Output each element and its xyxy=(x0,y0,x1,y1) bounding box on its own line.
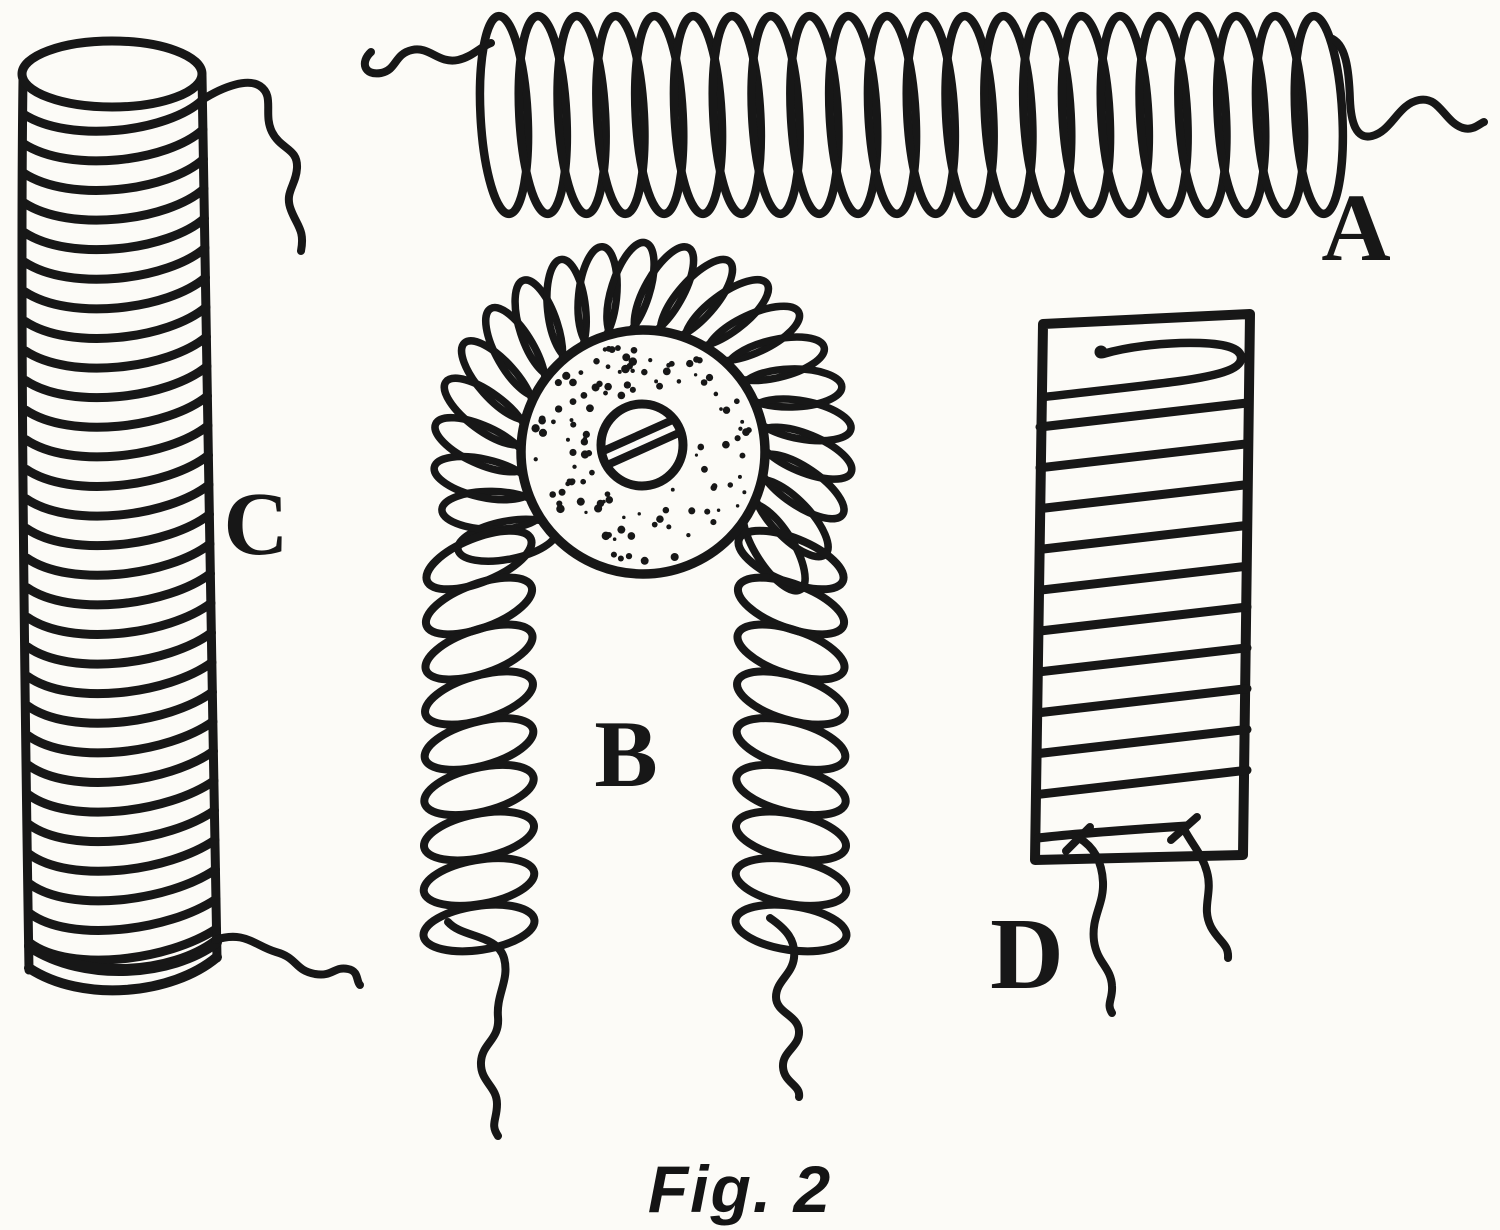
coil-c-left-edge xyxy=(17,75,34,975)
coil-b-left-column-turns xyxy=(419,526,539,956)
helical-coil-a-drawing xyxy=(360,11,1488,219)
label-coil-d: D xyxy=(990,898,1064,1011)
coil-a-right-lead-wire xyxy=(1326,34,1488,141)
coil-b-disc-stipple xyxy=(531,345,752,565)
flat-card-coil-d-drawing xyxy=(1030,309,1255,1017)
coil-d-right-lead-wire xyxy=(1180,825,1233,962)
solenoid-coil-c-drawing xyxy=(17,36,364,996)
coil-b-left-lead-wire xyxy=(444,918,510,1140)
label-coil-b: B xyxy=(594,701,657,807)
figure-caption: Fig. 2 xyxy=(648,1152,832,1226)
coil-a-left-lead-wire xyxy=(360,39,495,78)
coil-c-right-edge xyxy=(197,71,222,963)
figure-labels: A B C D Fig. 2 xyxy=(224,174,1391,1226)
label-coil-c: C xyxy=(224,475,289,574)
coil-c-turns xyxy=(18,95,221,965)
coil-c-top-rim xyxy=(17,36,207,112)
coil-c-top-lead-wire xyxy=(198,78,306,255)
coil-d-card-outline xyxy=(1030,309,1255,865)
coil-d-turns xyxy=(1035,398,1252,799)
coil-b-right-lead-wire xyxy=(766,914,804,1101)
coil-c-bottom-band-turn xyxy=(24,936,222,977)
coil-d-last-turn xyxy=(1033,821,1191,843)
coil-c-bottom-rim xyxy=(24,952,222,996)
label-coil-a: A xyxy=(1321,174,1390,281)
coil-b-right-column-turns xyxy=(731,526,851,956)
coil-d-left-lead-wire xyxy=(1075,834,1117,1017)
coil-c-bottom-lead-wire xyxy=(211,932,364,989)
coil-d-top-hook-turn xyxy=(1039,338,1246,402)
bent-coil-b-drawing xyxy=(419,238,856,1140)
coil-a-turns xyxy=(475,11,1348,219)
